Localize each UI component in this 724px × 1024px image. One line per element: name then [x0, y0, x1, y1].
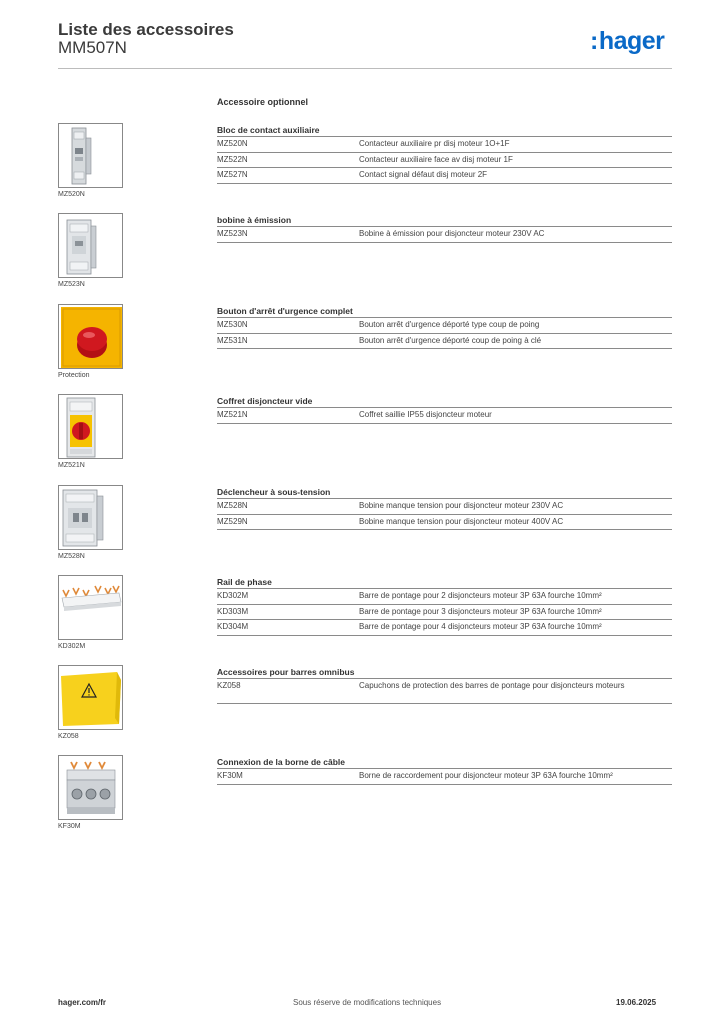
reference-description: Coffret saillie IP55 disjoncteur moteur [359, 410, 492, 419]
table-row: KZ058 Capuchons de protection des barres … [217, 678, 672, 704]
accessory-table: KZ058 Capuchons de protection des barres … [217, 678, 672, 704]
emergency-stop-image [58, 304, 123, 369]
accessory-group: KD302M Rail de phase KD302M Barre de pont… [58, 575, 672, 665]
table-row: MZ520N Contacteur auxiliaire pr disj mote… [217, 136, 672, 152]
group-title: Accessoires pour barres omnibus [217, 667, 355, 677]
reference-description: Capuchons de protection des barres de po… [359, 681, 625, 690]
reference-description: Bobine manque tension pour disjoncteur m… [359, 501, 564, 510]
reference-description: Bobine à émission pour disjoncteur moteu… [359, 229, 545, 238]
table-row: MZ523N Bobine à émission pour disjoncteur… [217, 226, 672, 243]
logo-text: hager [598, 27, 665, 55]
group-title: Déclencheur à sous-tension [217, 487, 331, 497]
page-title: Liste des accessoires [58, 20, 234, 39]
enclosure-image [58, 394, 123, 459]
accessory-group: MZ528N Déclencheur à sous-tension MZ528N… [58, 485, 672, 575]
reference-description: Borne de raccordement pour disjoncteur m… [359, 771, 613, 780]
table-row: KD304M Barre de pontage pour 4 disjoncteu… [217, 619, 672, 636]
reference-code: MZ521N [217, 410, 248, 419]
accessory-group: MZ523N bobine à émission MZ523N Bobine à … [58, 213, 672, 303]
accessory-table: MZ520N Contacteur auxiliaire pr disj mote… [217, 136, 672, 184]
group-title: Rail de phase [217, 577, 272, 587]
table-row: MZ522N Contacteur auxiliaire face av disj… [217, 151, 672, 168]
shunt-trip-image [58, 213, 123, 278]
table-row: MZ529N Bobine manque tension pour disjonc… [217, 513, 672, 530]
reference-code: MZ528N [217, 501, 248, 510]
auxiliary-contact-image [58, 123, 123, 188]
reference-code: MZ531N [217, 335, 248, 345]
reference-description: Bouton arrêt d'urgence déporté type coup… [359, 320, 540, 329]
reference-description: Barre de pontage pour 2 disjoncteurs mot… [359, 591, 602, 600]
table-row: MZ528N Bobine manque tension pour disjonc… [217, 498, 672, 514]
table-row: KD303M Barre de pontage pour 3 disjoncteu… [217, 603, 672, 620]
accessory-table: MZ523N Bobine à émission pour disjoncteur… [217, 226, 672, 243]
accessory-group: KZ058 Accessoires pour barres omnibus KZ… [58, 665, 672, 755]
accessory-group: MZ520N Bloc de contact auxiliaire MZ520N… [58, 123, 672, 213]
reference-description: Contact signal défaut disj moteur 2F [359, 170, 488, 179]
reference-code: KD303M [217, 606, 249, 616]
footer-notice: Sous réserve de modifications techniques [293, 998, 442, 1007]
group-title: bobine à émission [217, 215, 292, 225]
hager-logo: :hager [590, 27, 665, 55]
section-title: Accessoire optionnel [217, 97, 309, 107]
header-divider [58, 68, 672, 69]
busbar-image [58, 575, 123, 640]
terminal-block-image [58, 755, 123, 820]
reference-code: MZ522N [217, 154, 248, 164]
accessory-table: MZ521N Coffret saillie IP55 disjoncteur m… [217, 407, 672, 424]
footer-date: 19.06.2025 [616, 998, 657, 1007]
table-row: KF30M Borne de raccordement pour disjonct… [217, 768, 672, 785]
reference-description: Barre de pontage pour 3 disjoncteurs mot… [359, 606, 602, 616]
accessory-table: MZ530N Bouton arrêt d'urgence déporté typ… [217, 317, 672, 349]
reference-code: MZ530N [217, 320, 248, 329]
image-caption: KZ058 [58, 733, 79, 740]
image-caption: MZ520N [58, 191, 85, 198]
reference-code: KF30M [217, 771, 243, 780]
protection-cap-image [58, 665, 123, 730]
accessory-table: KD302M Barre de pontage pour 2 disjoncteu… [217, 588, 672, 636]
group-title: Connexion de la borne de câble [217, 757, 345, 767]
undervoltage-release-image [58, 485, 123, 550]
product-reference: MM507N [58, 38, 127, 57]
footer-website: hager.com/fr [58, 998, 107, 1007]
reference-description: Bobine manque tension pour disjoncteur m… [359, 516, 564, 526]
image-caption: MZ528N [58, 553, 85, 560]
reference-code: KZ058 [217, 681, 241, 690]
reference-description: Barre de pontage pour 4 disjoncteurs mot… [359, 622, 602, 631]
reference-code: MZ523N [217, 229, 248, 238]
accessory-table: MZ528N Bobine manque tension pour disjonc… [217, 498, 672, 530]
reference-description: Contacteur auxiliaire pr disj moteur 1O+… [359, 139, 510, 148]
table-row: MZ531N Bouton arrêt d'urgence déporté cou… [217, 332, 672, 349]
image-caption: KD302M [58, 643, 86, 650]
reference-code: KD304M [217, 622, 249, 631]
group-title: Coffret disjoncteur vide [217, 396, 313, 406]
reference-code: KD302M [217, 591, 249, 600]
image-caption: Protection [58, 372, 90, 379]
reference-description: Contacteur auxiliaire face av disj moteu… [359, 154, 513, 164]
accessory-group: MZ521N Coffret disjoncteur vide MZ521N Co… [58, 394, 672, 484]
table-row: KD302M Barre de pontage pour 2 disjoncteu… [217, 588, 672, 604]
image-caption: MZ521N [58, 462, 85, 469]
image-caption: MZ523N [58, 281, 85, 288]
group-title: Bouton d'arrêt d'urgence complet [217, 306, 353, 316]
accessory-table: KF30M Borne de raccordement pour disjonct… [217, 768, 672, 785]
reference-code: MZ520N [217, 139, 248, 148]
reference-code: MZ529N [217, 516, 248, 526]
table-row: MZ530N Bouton arrêt d'urgence déporté typ… [217, 317, 672, 333]
table-row: MZ527N Contact signal défaut disj moteur … [217, 167, 672, 184]
table-row: MZ521N Coffret saillie IP55 disjoncteur m… [217, 407, 672, 424]
group-title: Bloc de contact auxiliaire [217, 125, 320, 135]
image-caption: KF30M [58, 823, 81, 830]
reference-description: Bouton arrêt d'urgence déporté coup de p… [359, 335, 542, 345]
reference-code: MZ527N [217, 170, 248, 179]
accessory-group: KF30M Connexion de la borne de câble KF3… [58, 755, 672, 845]
accessory-group: Protection Bouton d'arrêt d'urgence comp… [58, 304, 672, 394]
